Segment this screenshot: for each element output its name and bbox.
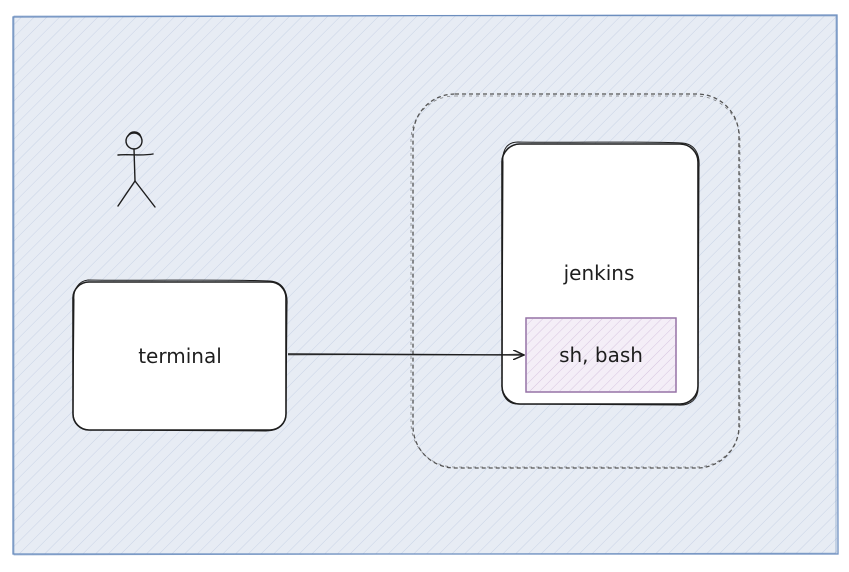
shell-label: sh, bash [559,343,643,367]
terminal-to-shell-arrow [287,354,524,355]
background-panel [12,14,839,556]
stick-figure-icon [117,131,156,208]
shell-node: sh, bash [525,317,677,393]
jenkins-label: jenkins [563,261,635,285]
terminal-node: terminal [72,279,288,432]
container-group-boundary [410,93,741,469]
terminal-label: terminal [138,344,222,368]
